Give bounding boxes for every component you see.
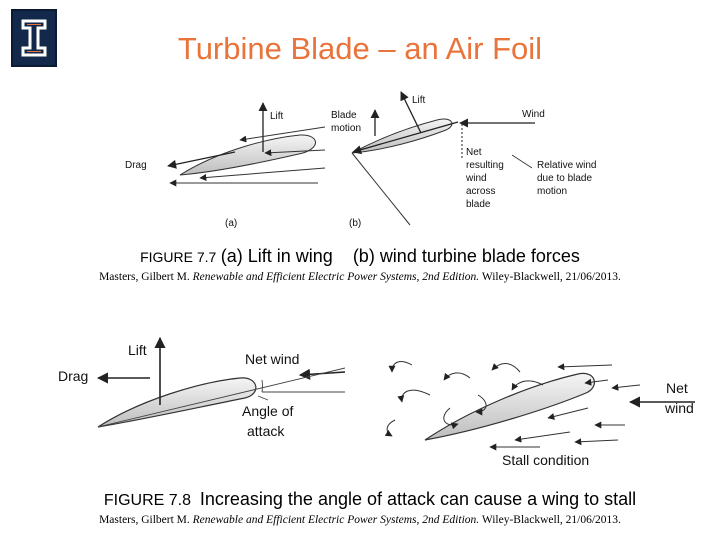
wind-label: Wind [522,109,545,120]
figure-7-8-citation: Masters, Gilbert M. Renewable and Effici… [0,514,720,526]
airfoil-stall [424,372,595,441]
net-wind-arrow [352,121,459,155]
figure-7-7-citation: Masters, Gilbert M. Renewable and Effici… [0,271,720,283]
citation-edition-2: 2nd Edition. [419,514,480,526]
figure-7-7-caption: FIGURE 7.7 (a) Lift in wing (b) wind tur… [0,246,720,267]
relative-wind-label-2: due to blade [537,173,592,184]
net-wind-label-2: resulting [466,160,504,171]
slide-title: Turbine Blade – an Air Foil [177,31,543,66]
panel-a-label: (a) [225,218,237,229]
citation-rest-1: Wiley-Blackwell, 21/06/2013. [479,271,621,283]
airfoil-normal [97,377,257,428]
net-wind-label-1: Net [466,147,482,158]
citation-title-2: Renewable and Efficient Electric Power S… [192,514,420,526]
citation-rest-2: Wiley-Blackwell, 21/06/2013. [479,514,621,526]
drag-label-a: Drag [125,160,147,171]
illinois-logo [11,9,57,67]
lift-label-b: Lift [412,95,426,106]
net-wind-label-stall-1: Net [666,380,688,396]
citation-author-2: Masters, Gilbert M. [99,514,190,526]
angle-of-attack-label-2: attack [247,423,285,439]
panel-b-label: (b) [349,218,361,229]
lift-label-normal: Lift [128,342,147,358]
net-wind-label-stall-2: wind [664,400,694,416]
figure-7-7-text: (a) Lift in wing (b) wind turbine blade … [220,246,580,266]
figure-7-8-caption: FIGURE 7.8 Increasing the angle of attac… [0,489,720,510]
lift-arrow-b [400,91,422,134]
lift-label-a: Lift [270,111,284,122]
net-wind-label-3: wind [465,173,487,184]
block-i-icon [21,19,47,57]
figure-7-8-text: Increasing the angle of attack can cause… [199,489,637,509]
figure-7-8-number: FIGURE 7.8 [103,492,191,509]
figure-7-7-panel-a: Lift Drag (a) [125,102,326,229]
net-wind-label-4: across [466,186,495,197]
drag-arrow-a [167,151,236,169]
net-wind-label-normal: Net wind [245,351,299,367]
relative-wind-label-3: motion [537,186,567,197]
net-wind-label-5: blade [466,199,491,210]
stall-condition-label: Stall condition [502,452,589,468]
figure-7-7-panel-b: Lift Blade motion Wind Net resulting win… [331,91,596,229]
drag-label-normal: Drag [58,368,88,384]
citation-title-1: Renewable and Efficient Electric Power S… [192,271,420,283]
citation-edition-1: 2nd Edition. [419,271,480,283]
figure-7-8-normal: Lift Drag Net wind Angle of attack [58,336,346,439]
figure-7-8-stall: Net wind Stall condition [384,361,695,468]
angle-line [97,367,346,428]
figure-7-7-number: FIGURE 7.7 [140,249,217,265]
blade-motion-label-2: motion [331,123,361,134]
blade-motion-label-1: Blade [331,110,357,121]
angle-of-attack-label-1: Angle of [242,403,293,419]
citation-author-1: Masters, Gilbert M. [99,271,190,283]
relative-wind-label-1: Relative wind [537,160,596,171]
airfoil-a [179,134,316,176]
